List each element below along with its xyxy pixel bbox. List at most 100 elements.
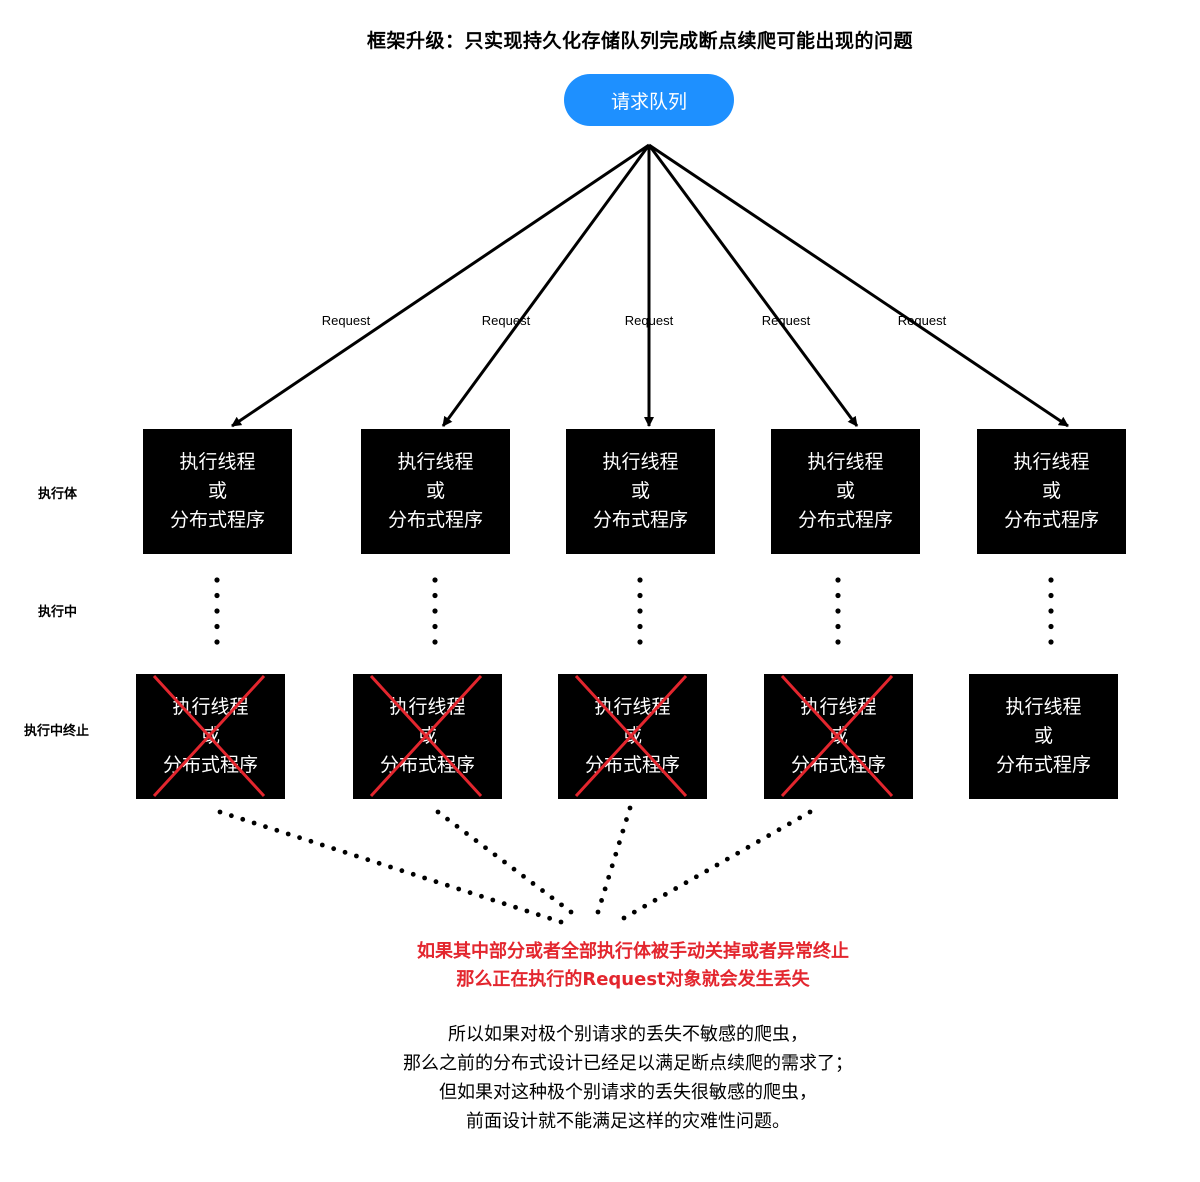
page-title: 框架升级：只实现持久化存储队列完成断点续爬可能出现的问题 <box>366 30 913 52</box>
converge-dot-1 <box>456 886 462 892</box>
converge-dot-2 <box>483 845 488 851</box>
request-arrow-4 <box>647 144 859 427</box>
running-dot-2 <box>432 608 438 614</box>
box-line-distributed: 分布式程序 <box>162 754 258 776</box>
converge-dot-1 <box>319 842 325 848</box>
box-line-distributed: 分布式程序 <box>797 509 893 531</box>
converge-dot-4 <box>662 892 668 897</box>
running-dot-3 <box>637 608 643 614</box>
terminated-box-5: 执行线程 或 分布式程序 <box>969 674 1118 799</box>
converge-dot-2 <box>502 859 507 865</box>
converge-dots <box>217 805 813 925</box>
running-dot-1 <box>214 592 220 599</box>
box-line-distributed: 分布式程序 <box>387 509 483 531</box>
running-dot-4 <box>835 623 841 630</box>
terminated-box-1: 执行线程 或 分布式程序 <box>136 674 285 799</box>
running-dot-3 <box>637 592 643 599</box>
running-dot-1 <box>214 623 220 630</box>
converge-dot-1 <box>274 827 280 833</box>
box-line-thread: 执行线程 <box>179 451 256 473</box>
running-dot-2 <box>432 592 438 599</box>
converge-dot-1 <box>297 835 302 841</box>
converge-dot-1 <box>433 879 439 885</box>
box-line-thread: 执行线程 <box>172 696 249 718</box>
running-dots <box>214 577 1054 645</box>
running-dot-1 <box>214 577 220 583</box>
converge-dot-3 <box>620 828 626 834</box>
converge-dot-4 <box>704 868 710 874</box>
converge-dot-4 <box>786 821 792 827</box>
converge-dot-1 <box>547 915 553 921</box>
box-line-distributed: 分布式程序 <box>592 509 688 531</box>
converge-dot-4 <box>714 862 720 868</box>
converge-dot-3 <box>609 863 615 869</box>
converge-dot-1 <box>285 831 291 837</box>
converge-dot-2 <box>492 852 498 858</box>
executor-box-5: 执行线程 或 分布式程序 <box>977 429 1126 554</box>
box-line-or: 或 <box>207 480 227 502</box>
converge-dot-4 <box>735 850 741 856</box>
box-line-distributed: 分布式程序 <box>790 754 886 776</box>
converge-dot-3 <box>599 898 604 903</box>
converge-dot-1 <box>467 890 473 896</box>
converge-dot-4 <box>807 809 813 815</box>
converge-dot-2 <box>540 888 545 893</box>
converge-dot-4 <box>797 815 803 821</box>
box-line-distributed: 分布式程序 <box>1003 509 1099 531</box>
converge-dot-4 <box>724 856 730 862</box>
running-dot-2 <box>432 623 438 630</box>
request-queue-node: 请求队列 <box>564 74 734 126</box>
executor-box-2: 执行线程 或 分布式程序 <box>361 429 510 554</box>
conclusion-line-4: 前面设计就不能满足这样的灾难性问题。 <box>466 1111 790 1132</box>
box-line-distributed: 分布式程序 <box>169 509 265 531</box>
running-dot-2 <box>432 577 438 583</box>
converge-dot-3 <box>616 840 622 846</box>
box-line-or: 或 <box>835 480 855 502</box>
converge-dot-1 <box>342 849 348 855</box>
box-line-thread: 执行线程 <box>1013 451 1090 473</box>
box-line-or: 或 <box>425 480 445 502</box>
box-line-thread: 执行线程 <box>807 451 884 473</box>
converge-dot-2 <box>511 866 517 872</box>
request-label-3: Request <box>624 313 674 328</box>
warning-line-2: 那么正在执行的Request对象就会发生丢失 <box>456 969 810 990</box>
running-dot-4 <box>835 639 841 645</box>
converge-dot-1 <box>308 838 314 844</box>
running-dot-4 <box>835 608 841 614</box>
converge-dot-3 <box>627 805 633 811</box>
converge-dot-1 <box>513 904 518 910</box>
converge-dot-2 <box>454 823 460 829</box>
box-line-or: 或 <box>200 725 220 747</box>
converge-dot-3 <box>595 909 601 915</box>
converge-dot-4 <box>683 880 689 886</box>
converge-dot-4 <box>755 839 761 844</box>
converge-dot-1 <box>410 871 416 877</box>
converge-dot-1 <box>354 853 359 859</box>
converge-dot-1 <box>365 857 371 863</box>
running-dot-4 <box>835 577 841 583</box>
box-line-thread: 执行线程 <box>594 696 671 718</box>
converge-dot-4 <box>673 886 679 891</box>
row-label-executor: 执行体 <box>38 487 78 502</box>
running-dot-3 <box>637 639 643 645</box>
converge-dot-1 <box>388 864 393 870</box>
terminated-box-2: 执行线程 或 分布式程序 <box>353 674 502 799</box>
warning-line-1: 如果其中部分或者全部执行体被手动关掉或者异常终止 <box>417 941 849 962</box>
converge-dot-1 <box>479 893 484 899</box>
converge-dot-3 <box>624 817 629 822</box>
converge-dot-1 <box>535 912 541 918</box>
request-arrows <box>231 143 1069 428</box>
box-line-distributed: 分布式程序 <box>995 754 1091 776</box>
box-line-distributed: 分布式程序 <box>584 754 680 776</box>
converge-dot-4 <box>693 874 699 880</box>
request-arrow-5 <box>648 143 1069 428</box>
request-label-1: Request <box>321 313 371 328</box>
converge-dot-1 <box>217 809 223 815</box>
converge-dot-4 <box>621 915 627 921</box>
converge-dot-1 <box>490 897 496 903</box>
request-label-4: Request <box>761 313 811 328</box>
terminated-box-4: 执行线程 或 分布式程序 <box>764 674 913 799</box>
box-line-or: 或 <box>1041 480 1061 502</box>
conclusion-line-1: 所以如果对极个别请求的丢失不敏感的爬虫， <box>448 1024 808 1045</box>
